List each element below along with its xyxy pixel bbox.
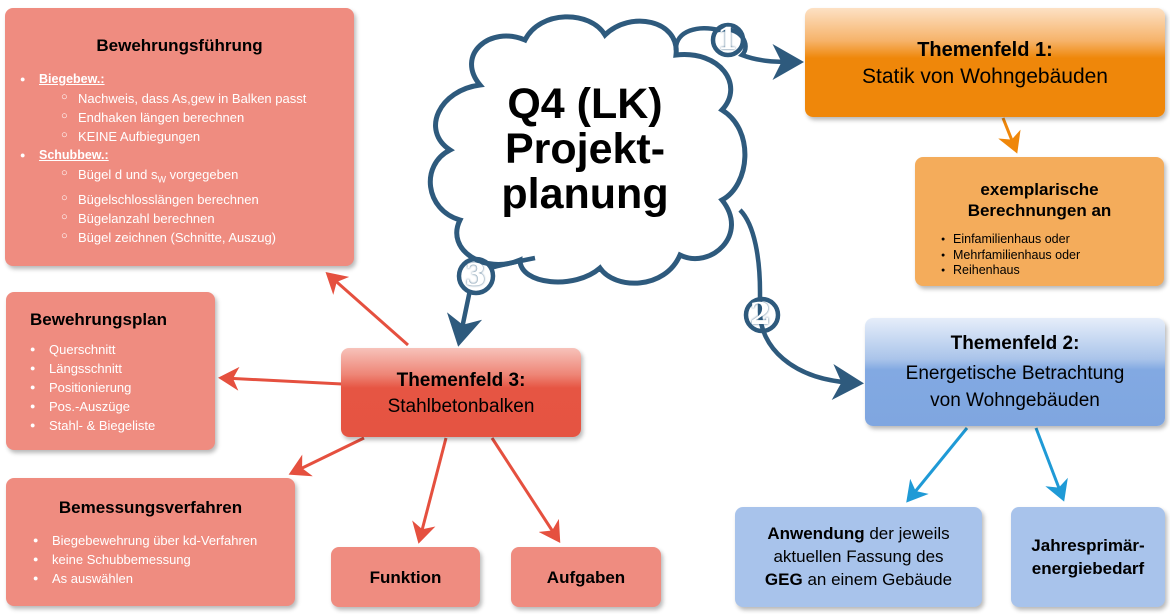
anwendung-line2: aktuellen Fassung des [773, 547, 944, 566]
exemplarische-list: Einfamilienhaus oder Mehrfamilienhaus od… [941, 232, 1080, 279]
list-item: Positionierung [30, 378, 155, 397]
list-item: Stahl- & Biegeliste [30, 416, 155, 435]
funktion-label: Funktion [369, 568, 442, 587]
themenfeld3-box[interactable]: Themenfeld 3: Stahlbetonbalken [341, 348, 581, 437]
jahresprimaer-line2: energiebedarf [1031, 559, 1145, 578]
central-topic-line2: Projekt- [504, 125, 666, 173]
jahresprimaer-line1: Jahresprimär- [1031, 536, 1145, 555]
exemplarische-title: exemplarische Berechnungen an [915, 179, 1164, 221]
list-item: Bügel zeichnen (Schnitte, Auszug) [61, 227, 306, 247]
list-item: Bügelanzahl berechnen [61, 208, 306, 228]
themenfeld2-subtitle-line1: Energetische Betrachtung [905, 363, 1125, 384]
group-label-biegebew: Biegebew.: [20, 70, 306, 89]
step-number-3: 3 [465, 258, 486, 293]
list-item: KEINE Aufbiegungen [61, 126, 306, 146]
list-item-text: vorgegeben [166, 167, 239, 182]
exemplarische-title-line2: Berechnungen an [967, 201, 1112, 220]
themenfeld2-box[interactable]: Themenfeld 2: Energetische Betrachtung v… [865, 318, 1165, 426]
anwendung-geg-text: Anwendung der jeweils aktuellen Fassung … [735, 522, 982, 591]
list-item: Biegebewehrung über kd-Verfahren [33, 531, 257, 550]
step-number-2: 2 [750, 297, 771, 332]
themenfeld3-heading: Themenfeld 3: [396, 370, 526, 391]
geg-bold: GEG [764, 570, 803, 589]
list-item: Querschnitt [30, 340, 155, 359]
list-item: keine Schubbemessung [33, 550, 257, 569]
anwendung-bold: Anwendung [767, 524, 865, 543]
aufgaben-label: Aufgaben [546, 568, 626, 587]
anwendung-line1: Anwendung der jeweils [735, 522, 982, 545]
bemessungsverfahren-title: Bemessungsverfahren [58, 498, 243, 517]
list-item-subscript: W [157, 174, 167, 185]
exemplarische-title-line1: exemplarische [980, 180, 1099, 199]
aufgaben-box[interactable]: Aufgaben [511, 547, 661, 607]
bewehrungsfuehrung-box[interactable]: Bewehrungsführung Biegebew.: Nachweis, d… [5, 8, 354, 266]
themenfeld2-heading: Themenfeld 2: [950, 333, 1080, 354]
bewehrungsfuehrung-title: Bewehrungsführung [96, 36, 263, 55]
anwendung-rest: der jeweils [864, 524, 950, 543]
geg-rest: an einem Gebäude [802, 570, 953, 589]
list-item: Nachweis, dass As,gew in Balken passt [61, 88, 306, 108]
central-topic-line3: planung [501, 170, 669, 218]
arrow-tf3-to-funktion [412, 437, 448, 544]
themenfeld2-subtitle: Energetische Betrachtung von Wohngebäude… [865, 360, 1165, 414]
bewehrungsplan-box[interactable]: Bewehrungsplan Querschnitt Längsschnitt … [6, 292, 215, 450]
arrow-tf3-to-bewehrungsfuehrung [325, 272, 409, 347]
arrow-tf3-to-aufgaben [490, 437, 561, 544]
bewehrungsplan-list: Querschnitt Längsschnitt Positionierung … [30, 340, 155, 435]
list-item-text: Bügel d und s [78, 167, 158, 182]
list-item: Endhaken längen berechnen [61, 107, 306, 127]
arrow-cloud-to-themenfeld2 [738, 208, 864, 400]
anwendung-geg-box[interactable]: Anwendung der jeweils aktuellen Fassung … [735, 507, 982, 607]
list-item: Reihenhaus [941, 263, 1080, 279]
bemessungsverfahren-list: Biegebewehrung über kd-Verfahren keine S… [33, 531, 257, 588]
funktion-box[interactable]: Funktion [331, 547, 480, 607]
central-topic: Q4 (LK) Projekt- planung [470, 82, 700, 217]
jahresprimaer-text: Jahresprimär- energiebedarf [1011, 534, 1165, 580]
arrow-tf3-to-bemessungsverfahren [288, 436, 365, 477]
step-3-circle [456, 256, 496, 296]
arrow-tf2-to-jahresprimaer [1034, 427, 1068, 502]
arrow-tf2-to-anwendung [906, 427, 969, 503]
themenfeld2-subtitle-line2: von Wohngebäuden [930, 390, 1100, 411]
list-item: Bügelschlosslängen berechnen [61, 189, 306, 209]
bemessungsverfahren-box[interactable]: Bemessungsverfahren Biegebewehrung über … [6, 478, 295, 606]
themenfeld3-subtitle: Stahlbetonbalken [387, 396, 535, 417]
list-item: Mehrfamilienhaus oder [941, 248, 1080, 264]
step-1-circle [710, 22, 746, 58]
list-item: Längsschnitt [30, 359, 155, 378]
cloud-shape [427, 14, 748, 286]
list-item: Pos.-Auszüge [30, 397, 155, 416]
list-item: Bügel d und sW vorgegeben [61, 164, 306, 190]
step-2-circle [743, 296, 781, 334]
list-item: As auswählen [33, 569, 257, 588]
themenfeld1-subtitle: Statik von Wohngebäuden [862, 65, 1108, 88]
arrow-tf1-to-exemplarische [998, 117, 1021, 154]
bewehrungsfuehrung-content: Biegebew.: Nachweis, dass As,gew in Balk… [20, 70, 306, 247]
jahresprimaerenergiebedarf-box[interactable]: Jahresprimär- energiebedarf [1011, 507, 1165, 607]
arrow-tf3-to-bewehrungsplan [218, 366, 343, 391]
bewehrungsplan-title: Bewehrungsplan [30, 310, 167, 329]
step-number-1: 1 [717, 22, 738, 57]
anwendung-line3: GEG an einem Gebäude [735, 568, 982, 591]
central-topic-line1: Q4 (LK) [507, 80, 663, 128]
themenfeld1-box[interactable]: Themenfeld 1: Statik von Wohngebäuden [805, 8, 1165, 117]
themenfeld1-heading: Themenfeld 1: [917, 39, 1053, 61]
group-label-schubbew: Schubbew.: [20, 146, 306, 165]
exemplarische-berechnungen-box[interactable]: exemplarische Berechnungen an Einfamilie… [915, 157, 1164, 286]
list-item: Einfamilienhaus oder [941, 232, 1080, 248]
